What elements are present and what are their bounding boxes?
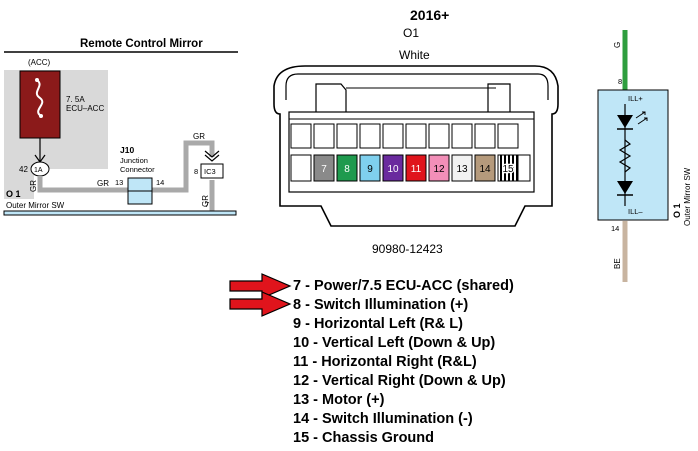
outer-mirror-sw-bar [3, 210, 237, 216]
pin-cavities: 7 8 9 10 11 12 13 14 15 [313, 154, 519, 182]
left-schematic: Remote Control Mirror (ACC) 7. 5A ECU–AC… [3, 38, 238, 216]
cavity-number: 12 [433, 164, 445, 175]
pin-8: 8 [194, 167, 198, 176]
gr-wire-2 [152, 140, 215, 193]
connector-1a-label: 1A [34, 167, 43, 174]
pin-desc-10: 10 - Vertical Left (Down & Up) [293, 335, 496, 351]
pin-desc-7: 7 - Power/7.5 ECU-ACC (shared) [293, 278, 514, 294]
cavity-15: 15 [497, 154, 519, 182]
pin-desc-15: 15 - Chassis Ground [293, 430, 435, 446]
right-pin-8: 8 [618, 77, 622, 86]
right-schematic: G 8 ILL+ ILL– 14 BE O 1 Outer Mirror SW [597, 30, 692, 282]
right-o1-name: Outer Mirror SW [683, 167, 692, 226]
cavity-13: 13 [451, 154, 473, 182]
cavity-number: 10 [387, 164, 399, 175]
connector-id: O1 [403, 26, 419, 40]
cavity-11: 11 [405, 154, 427, 182]
junction-id: J10 [120, 145, 134, 155]
pin-desc-9: 9 - Horizontal Left (R& L) [293, 316, 463, 332]
led-icon [617, 115, 633, 128]
cavity-fill [428, 154, 450, 182]
wire-gr-label-1: GR [29, 180, 38, 192]
connector-ic3-label: IC3 [204, 167, 216, 176]
junction-label-1: Junction [120, 156, 148, 165]
cavity-number: 8 [344, 164, 350, 175]
pin-desc-13: 13 - Motor (+) [293, 392, 385, 408]
cavity-fill [451, 154, 473, 182]
resistor-icon [618, 139, 632, 173]
fuse-box [19, 70, 61, 139]
pin-42: 42 [19, 165, 28, 174]
cavity-8: 8 [336, 154, 358, 182]
fuse-icon [35, 79, 44, 117]
pin-7: 7 [205, 200, 209, 209]
pin-desc-11: 11 - Horizontal Right (R&L) [293, 354, 477, 370]
cavity-number: 7 [321, 164, 327, 175]
arrow-pin-8-icon [229, 291, 292, 317]
wire-be-label: BE [613, 258, 622, 269]
cavity-number: 9 [367, 164, 373, 175]
cavity-number: 11 [411, 164, 422, 175]
pin-14: 14 [156, 178, 164, 187]
pin-desc-8: 8 - Switch Illumination (+) [293, 297, 469, 313]
cavity-number: 13 [456, 164, 468, 175]
diode-icon [617, 181, 633, 194]
cavity-fill [359, 154, 381, 182]
right-pin-14: 14 [611, 224, 619, 233]
cavity-number: 14 [479, 164, 491, 175]
fuse-amp: 7. 5A [66, 95, 85, 104]
wire-gr-label-4: GR [201, 195, 210, 207]
cavity-7: 7 [313, 154, 335, 182]
connector-latch [315, 83, 347, 112]
right-o1-label: O 1 [672, 203, 682, 218]
pin-desc-14: 14 - Switch Illumination (-) [293, 411, 473, 427]
cavity-fill [474, 154, 496, 182]
top-cavity-row [290, 123, 519, 149]
fuse-name: ECU–ACC [66, 104, 104, 113]
pin-description-list: 7 - Power/7.5 ECU-ACC (shared) 8 - Switc… [293, 277, 514, 448]
connector-ic3 [200, 163, 224, 179]
year-label: 2016+ [410, 7, 449, 23]
cavity-14: 14 [474, 154, 496, 182]
cavity-number: 15 [502, 164, 514, 175]
connector-color: White [399, 48, 430, 62]
pin-desc-12: 12 - Vertical Right (Down & Up) [293, 373, 506, 389]
red-arrows [229, 273, 292, 317]
o1-name: Outer Mirror SW [6, 201, 65, 210]
switch-body [597, 89, 669, 221]
junction-label-2: Connector [120, 165, 155, 174]
connector-drawing: 2016+ O1 White 7 8 9 10 11 12 13 14 15 9 [273, 7, 559, 256]
part-number: 90980-12423 [372, 242, 443, 256]
wire-gr-label-3: GR [193, 132, 205, 141]
acc-label: (ACC) [28, 58, 51, 67]
cavity-fill [313, 154, 335, 182]
fuse-panel-bg-lower [4, 169, 34, 199]
cavity-fill [405, 154, 427, 182]
wire-gr-label-2: GR [97, 179, 109, 188]
schematic-title: Remote Control Mirror [80, 38, 203, 50]
o1-label: O 1 [6, 189, 21, 199]
cavity-fill [336, 154, 358, 182]
ill-plus-label: ILL+ [628, 94, 643, 103]
gr-wire [37, 176, 128, 193]
cavity-9: 9 [359, 154, 381, 182]
cavity-12: 12 [428, 154, 450, 182]
double-chevron-icon [204, 150, 220, 162]
arrow-pin-7-icon [229, 273, 292, 299]
wire-g-label: G [613, 42, 622, 48]
ill-minus-label: ILL– [628, 207, 643, 216]
cavity-10: 10 [382, 154, 404, 182]
cavity-fill [382, 154, 404, 182]
pin-13: 13 [115, 178, 123, 187]
